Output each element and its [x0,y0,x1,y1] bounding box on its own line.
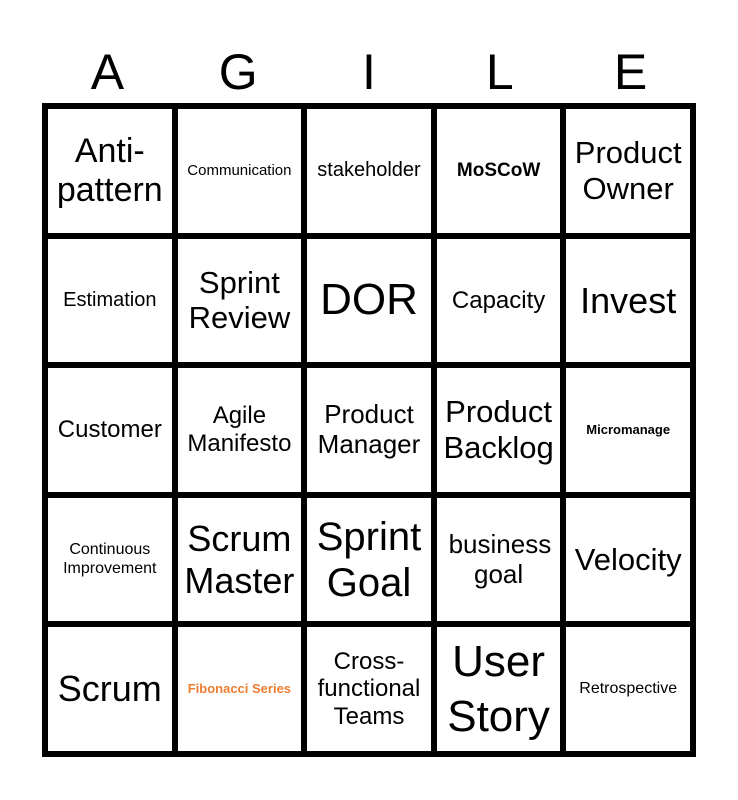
bingo-cell[interactable]: Customer [48,368,172,492]
bingo-cell[interactable]: DOR [307,238,431,363]
bingo-cell[interactable]: MoSCoW [436,109,561,233]
bingo-cell[interactable]: Anti-pattern [48,109,172,233]
cell-text: DOR [320,275,418,325]
cell-text: Continuous Improvement [63,541,157,577]
bingo-cell[interactable]: Estimation [48,238,172,363]
bingo-cell[interactable]: Fibonacci Series [177,627,302,751]
cell-text: Communication [187,162,292,180]
bingo-cell[interactable]: stakeholder [307,109,431,233]
cell-text: Retrospective [579,679,678,697]
bingo-cell[interactable]: Product Manager [307,368,431,492]
cell-text: Capacity [451,286,546,314]
cell-text: Cross-functional Teams [317,647,421,730]
bingo-cell[interactable]: business goal [436,497,561,622]
cell-text: Sprint Goal [316,514,422,605]
bingo-cell[interactable]: Product Backlog [436,368,561,492]
bingo-cell[interactable]: Scrum Master [177,497,302,622]
bingo-cell[interactable]: Product Owner [566,109,690,233]
bingo-cell[interactable]: Communication [177,109,302,233]
cell-text: Anti-pattern [56,131,163,209]
bingo-cell[interactable]: Velocity [566,497,690,622]
cell-text: Product Backlog [443,394,554,465]
bingo-header: A G I L E [42,42,696,102]
bingo-grid: Anti-pattern Communication stakeholder M… [42,103,696,757]
cell-text: Fibonacci Series [187,680,292,696]
cell-text: Estimation [63,288,157,311]
bingo-cell[interactable]: Continuous Improvement [48,497,172,622]
cell-text: MoSCoW [456,159,541,181]
header-letter: G [218,44,258,100]
bingo-cell[interactable]: Micromanage [566,368,690,492]
cell-text: Agile Manifesto [187,402,292,457]
header-letter: A [90,44,125,100]
bingo-cell[interactable]: Sprint Review [177,238,302,363]
header-letter: L [485,44,514,100]
bingo-cell[interactable]: User Story [436,627,561,751]
bingo-cell[interactable]: Sprint Goal [307,497,431,622]
cell-text: stakeholder [317,159,421,182]
bingo-cell[interactable]: Capacity [436,238,561,363]
cell-text: Micromanage [586,421,671,437]
cell-text: Invest [580,279,677,321]
cell-text: Customer [57,416,162,444]
cell-text: Scrum Master [184,518,295,601]
bingo-cell[interactable]: Retrospective [566,627,690,751]
cell-text: business goal [448,528,552,589]
bingo-cell[interactable]: Agile Manifesto [177,368,302,492]
bingo-cell[interactable]: Scrum [48,627,172,751]
header-letter: E [613,44,648,100]
cell-text: Velocity [574,541,682,577]
header-letter: I [362,44,376,100]
cell-text: Scrum [57,668,162,710]
bingo-cell[interactable]: Invest [566,238,690,363]
bingo-cell[interactable]: Cross-functional Teams [307,627,431,751]
cell-text: User Story [447,637,550,742]
cell-text: Product Manager [317,399,421,459]
cell-text: Product Owner [574,135,682,206]
cell-text: Sprint Review [188,264,291,336]
